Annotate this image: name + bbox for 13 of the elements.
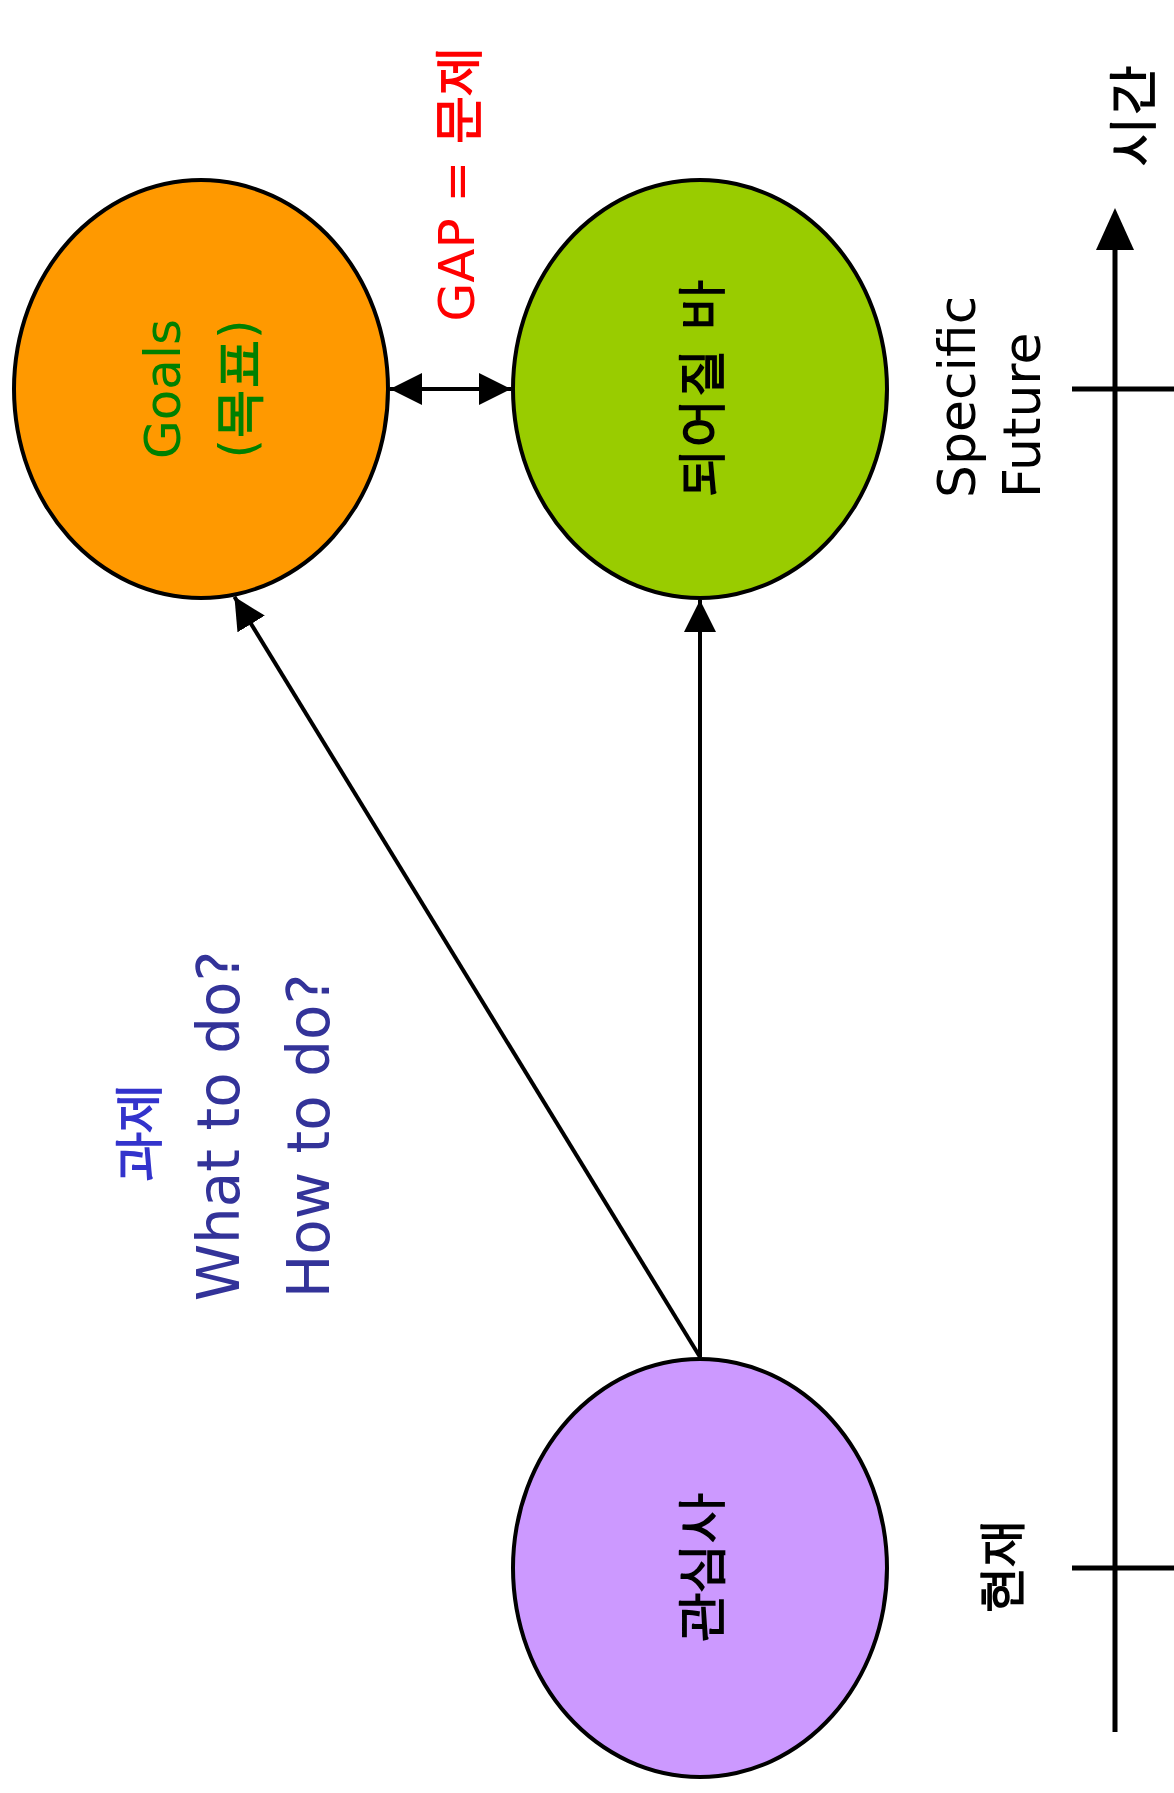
arrow [684,600,716,1357]
note-text: What to do? [183,950,254,1302]
edge-label: GAP = 문제 [426,44,487,322]
tick-label: Specific Future [926,294,1053,498]
node-text: (목표) [208,319,268,459]
node-text: 관심사 [669,1493,730,1643]
heading-text: 과제 [106,1082,167,1182]
axis-label: 시간 [1100,66,1161,166]
node-text: 되어질 바 [669,280,730,498]
note-text: How to do? [273,973,344,1299]
tick-label: 현재 [971,1518,1029,1614]
node-text: Goals [133,319,193,459]
arrow [390,373,511,405]
